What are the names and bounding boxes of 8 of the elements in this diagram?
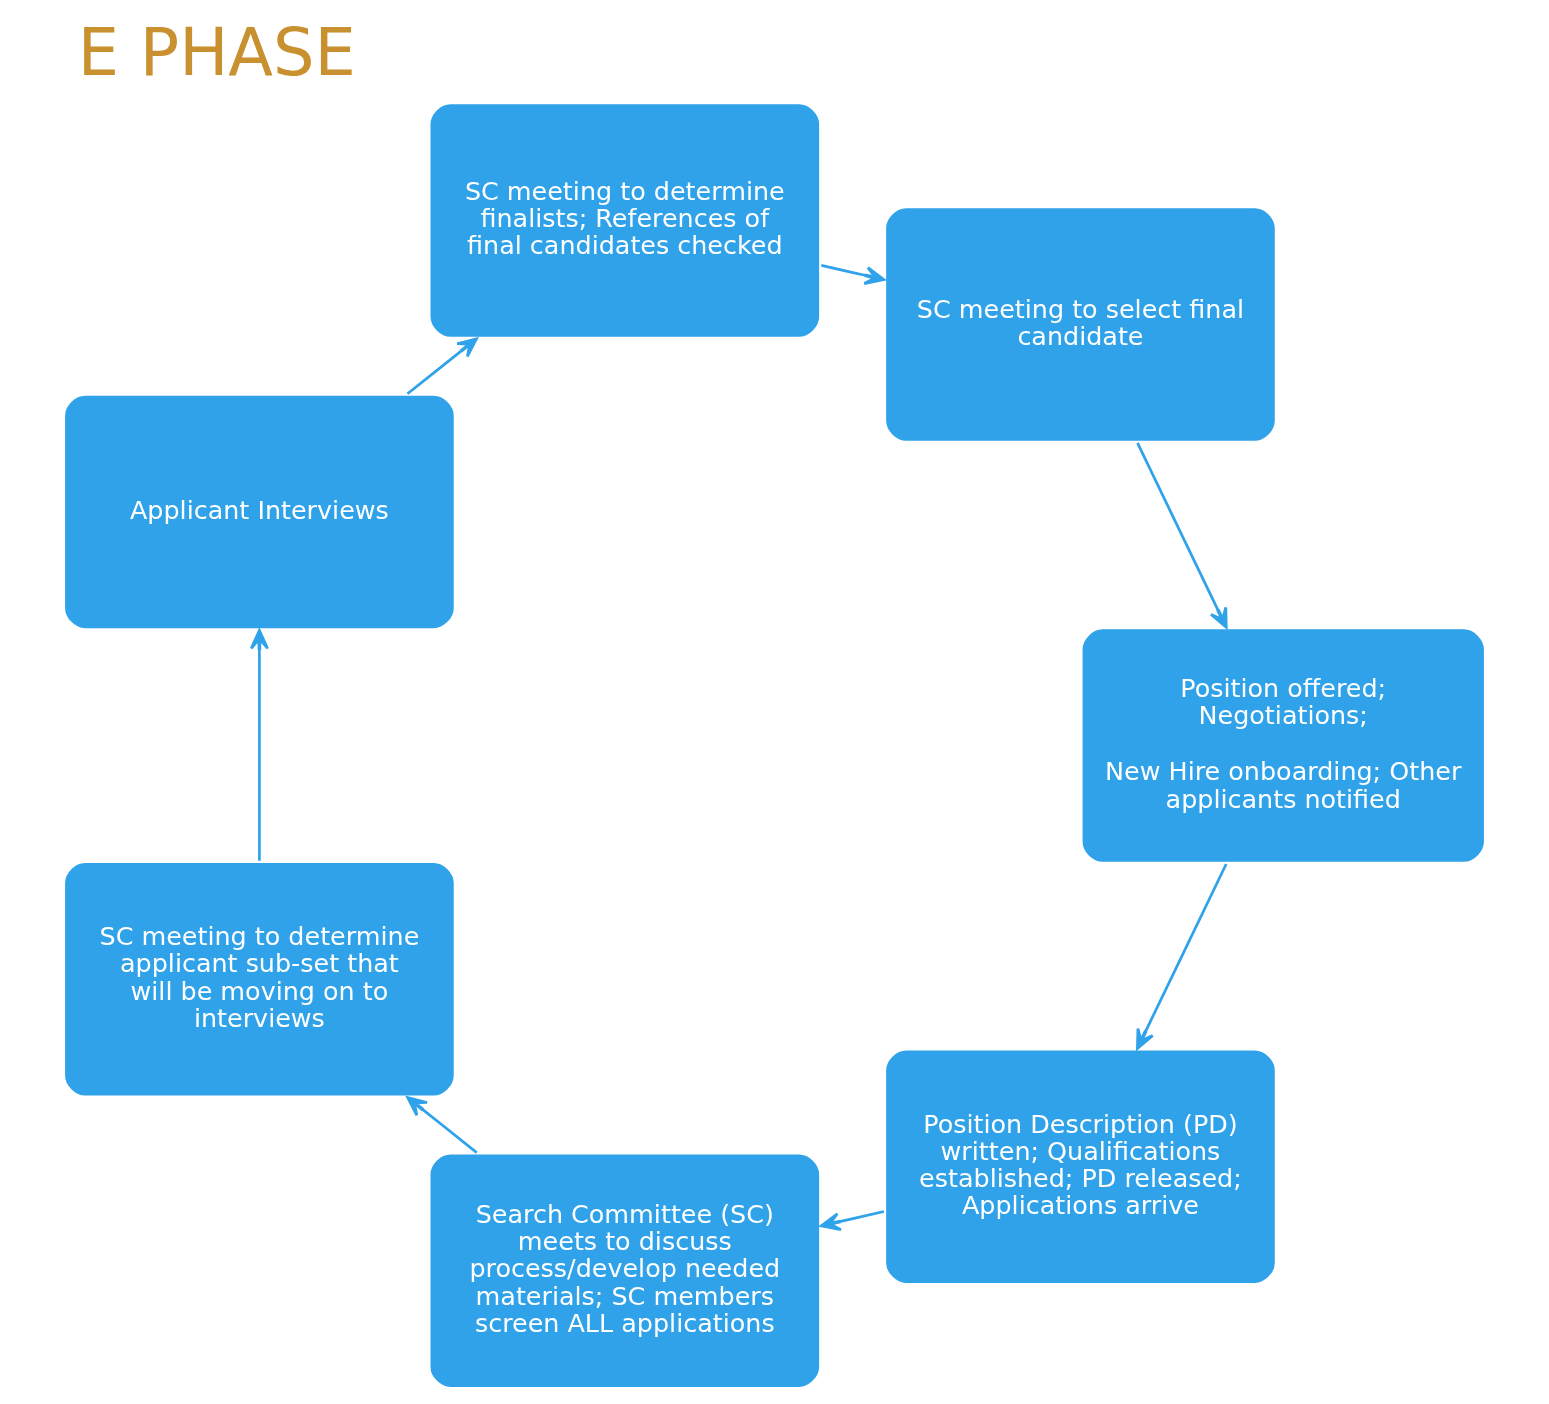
arrow bbox=[820, 1210, 885, 1232]
arrow bbox=[249, 628, 269, 861]
arrow bbox=[406, 337, 478, 395]
arrow bbox=[821, 264, 886, 285]
arrow bbox=[1136, 863, 1228, 1050]
diagram-title: E PHASE bbox=[77, 13, 356, 90]
arrow bbox=[406, 1096, 478, 1154]
arrow bbox=[1136, 442, 1228, 629]
